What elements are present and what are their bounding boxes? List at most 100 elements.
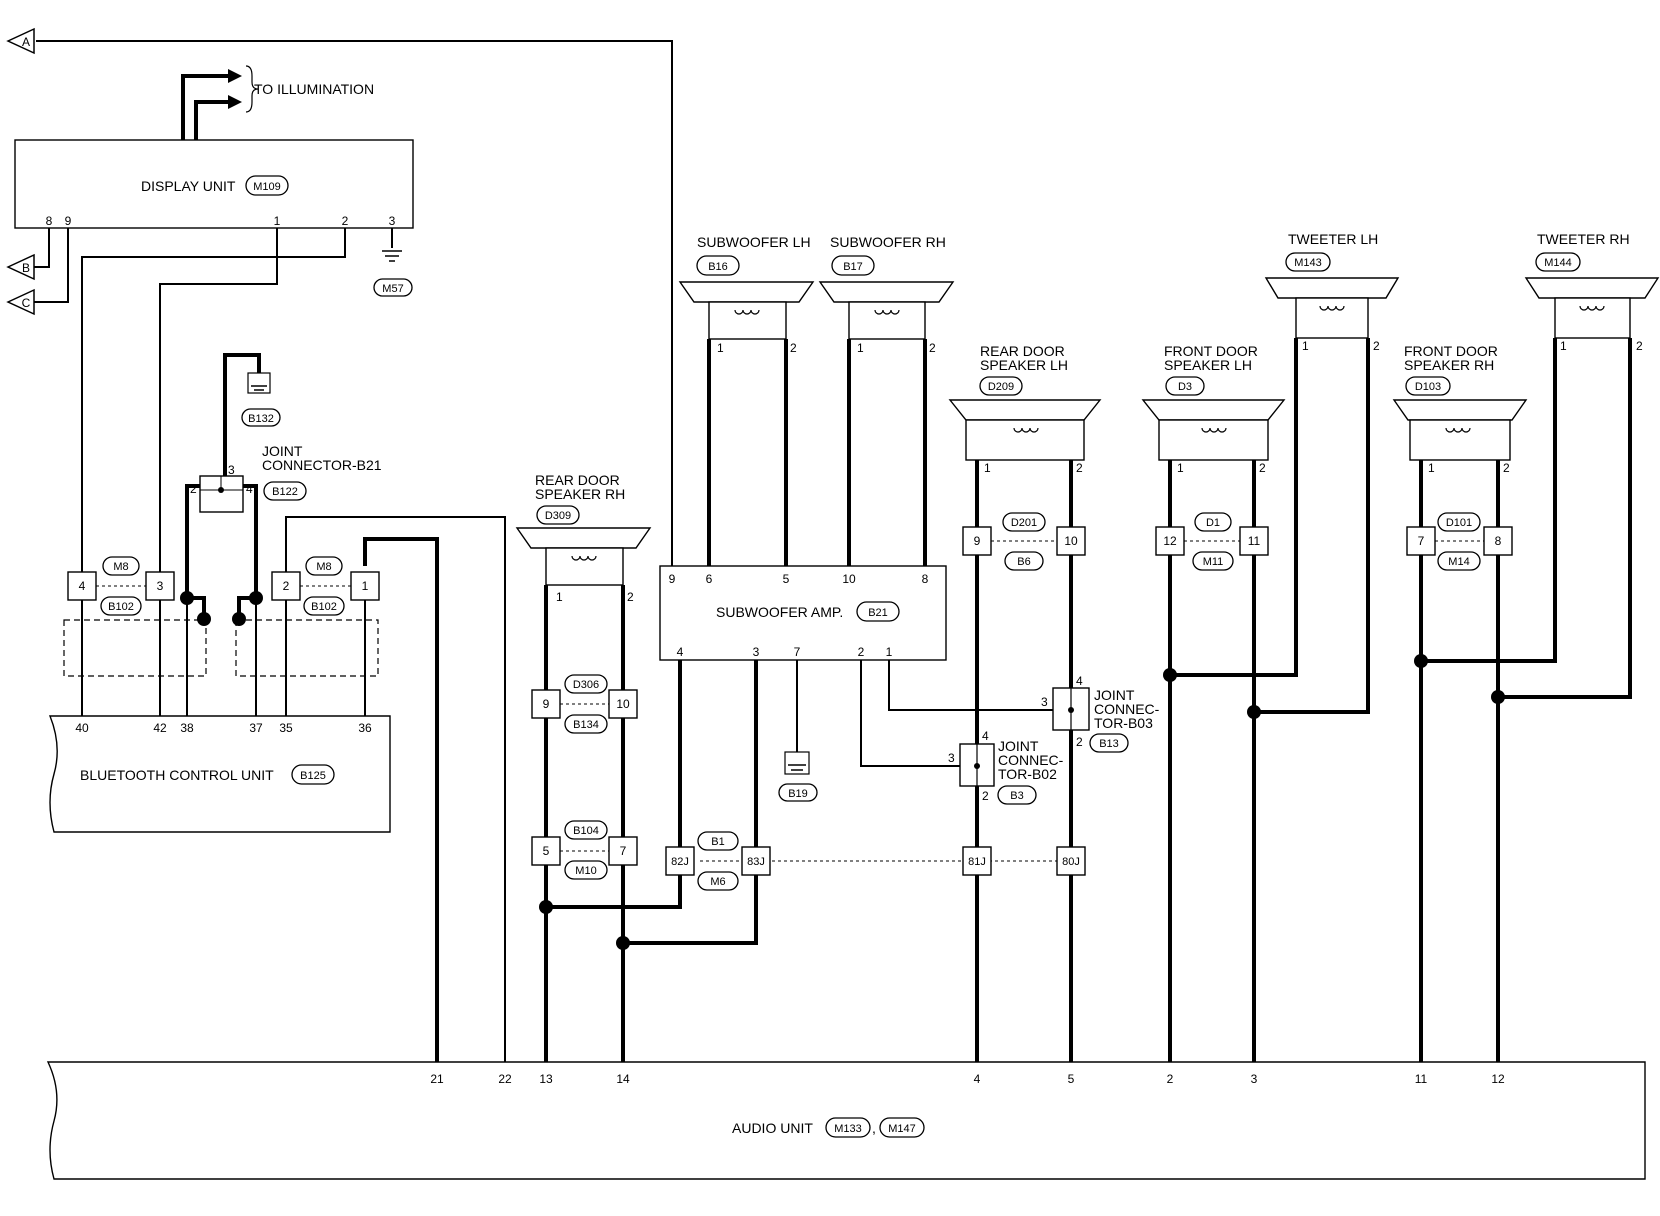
- pin-label: 80J: [1062, 856, 1080, 868]
- brace-icon: [245, 65, 259, 113]
- connector-id: M144: [1544, 257, 1572, 269]
- pin-label: 8: [46, 214, 53, 228]
- connector-badge: [1089, 733, 1129, 753]
- connector-id: B17: [843, 261, 863, 273]
- bluetooth-unit-label: BLUETOOTH CONTROL UNIT: [80, 767, 274, 783]
- pin-label: 21: [430, 1072, 444, 1086]
- joint-connector-b03: 4 3 2 JOINT CONNEC- TOR-B03 B13: [1041, 674, 1160, 753]
- connector-id: B102: [311, 601, 337, 613]
- connector-badge: [696, 255, 740, 276]
- pin-label: 7: [620, 844, 627, 858]
- display-unit: DISPLAY UNIT M109 8 9 1 2 3 M57: [14, 139, 414, 297]
- joint-label-line: JOINT: [1094, 687, 1135, 703]
- speaker-magnet-icon: [1158, 419, 1269, 461]
- splice-dot: [232, 612, 246, 626]
- off-page-ref-c: C: [6, 288, 35, 316]
- pin-box: [531, 836, 561, 866]
- pin-label: 2: [283, 579, 290, 593]
- speaker-cone: [1392, 399, 1528, 421]
- pin-box: [531, 689, 561, 719]
- joint-label-line1: JOINT: [262, 443, 303, 459]
- wire-display-2: [81, 227, 346, 572]
- connector-id: D201: [1011, 517, 1037, 529]
- inline-connector-b104: 5 7 B104 M10: [531, 820, 638, 880]
- pin-label: 7: [1418, 534, 1425, 548]
- connector-id: B13: [1099, 738, 1119, 750]
- inline-connector-m8-left: 4 3 M8 B102: [67, 556, 175, 616]
- connector-id: B1: [711, 836, 724, 848]
- pin-label: 2: [190, 482, 197, 496]
- connector-id: B6: [1017, 556, 1030, 568]
- pin-label: 3: [228, 463, 235, 477]
- pin-label: 2: [1503, 461, 1510, 475]
- connector-badge: [831, 255, 875, 276]
- speaker-label-line2: SPEAKER LH: [1164, 357, 1252, 373]
- connector-id: D309: [545, 510, 571, 522]
- wire-joint-2: [185, 484, 200, 598]
- off-page-ref-a: A: [6, 27, 35, 55]
- connector-id: B16: [708, 261, 728, 273]
- splice-dot: [1247, 705, 1261, 719]
- pin-box: [1056, 526, 1086, 556]
- wire-display-b: [34, 227, 50, 268]
- pin-label: 82J: [671, 856, 689, 868]
- splice-dot: [197, 612, 211, 626]
- joint-connector-b02: 4 3 2 JOINT CONNEC- TOR-B02 B3: [948, 729, 1064, 805]
- pin-label: 5: [1068, 1072, 1075, 1086]
- speaker-magnet-icon: [708, 301, 787, 340]
- ref-a-label: A: [22, 35, 30, 49]
- pin-label: 2: [790, 341, 797, 355]
- connector-id: D306: [573, 679, 599, 691]
- pin-label: 4: [974, 1072, 981, 1086]
- connector-id: D1: [1206, 517, 1220, 529]
- pin-label: 37: [249, 721, 263, 735]
- connector-id: M14: [1448, 556, 1469, 568]
- connector-separator: ,: [872, 1120, 876, 1136]
- pin-label: 3: [1251, 1072, 1258, 1086]
- pin-box: [962, 526, 992, 556]
- speaker-label: TWEETER LH: [1288, 231, 1378, 247]
- arrow-right-icon: [228, 95, 242, 109]
- connector-id: B102: [108, 601, 134, 613]
- front-door-speaker-rh: FRONT DOOR SPEAKER RH D103 1 2: [1392, 343, 1528, 475]
- pin-label: 2: [627, 590, 634, 604]
- pin-label: 4: [982, 729, 989, 743]
- connector-id: B132: [248, 413, 274, 425]
- off-page-ref-b: B: [6, 253, 35, 281]
- connector-badge: [291, 764, 335, 785]
- connector-badge: [373, 278, 413, 297]
- ref-b-label: B: [22, 261, 30, 275]
- pin-label: 81J: [968, 856, 986, 868]
- wire-inline-2-to-22: [285, 516, 506, 1062]
- pin-label: 10: [616, 697, 630, 711]
- connector-id: D103: [1415, 381, 1441, 393]
- pin-box: [1483, 526, 1513, 556]
- coil-icon: [1579, 305, 1605, 311]
- pin-box: [1056, 846, 1086, 876]
- connector-badge: [245, 175, 289, 196]
- connector-badge: [1437, 512, 1481, 532]
- wire-display-c: [34, 227, 69, 303]
- pin-label: 9: [543, 697, 550, 711]
- front-door-speaker-lh: FRONT DOOR SPEAKER LH D3 1 2: [1141, 343, 1286, 475]
- speaker-label-line1: FRONT DOOR: [1164, 343, 1258, 359]
- pin-label: 2: [1636, 339, 1643, 353]
- connector-badge: [102, 556, 140, 576]
- pin-label: 7: [794, 645, 801, 659]
- splice-dot: [1068, 707, 1074, 713]
- pin-label: 2: [1259, 461, 1266, 475]
- pin-label: 1: [984, 461, 991, 475]
- joint-label-line: TOR-B03: [1094, 715, 1153, 731]
- connector-badge: [697, 871, 739, 891]
- wire-a-to-amp: [36, 40, 673, 630]
- splice-dot: [539, 900, 553, 914]
- illumination-label: TO ILLUMINATION: [254, 81, 374, 97]
- pin-box: [271, 571, 301, 601]
- pin-label: 4: [79, 579, 86, 593]
- connector-id: D209: [988, 381, 1014, 393]
- wire-joint-ground: [223, 353, 261, 476]
- pin-label: 35: [279, 721, 293, 735]
- shield-box: [63, 619, 207, 677]
